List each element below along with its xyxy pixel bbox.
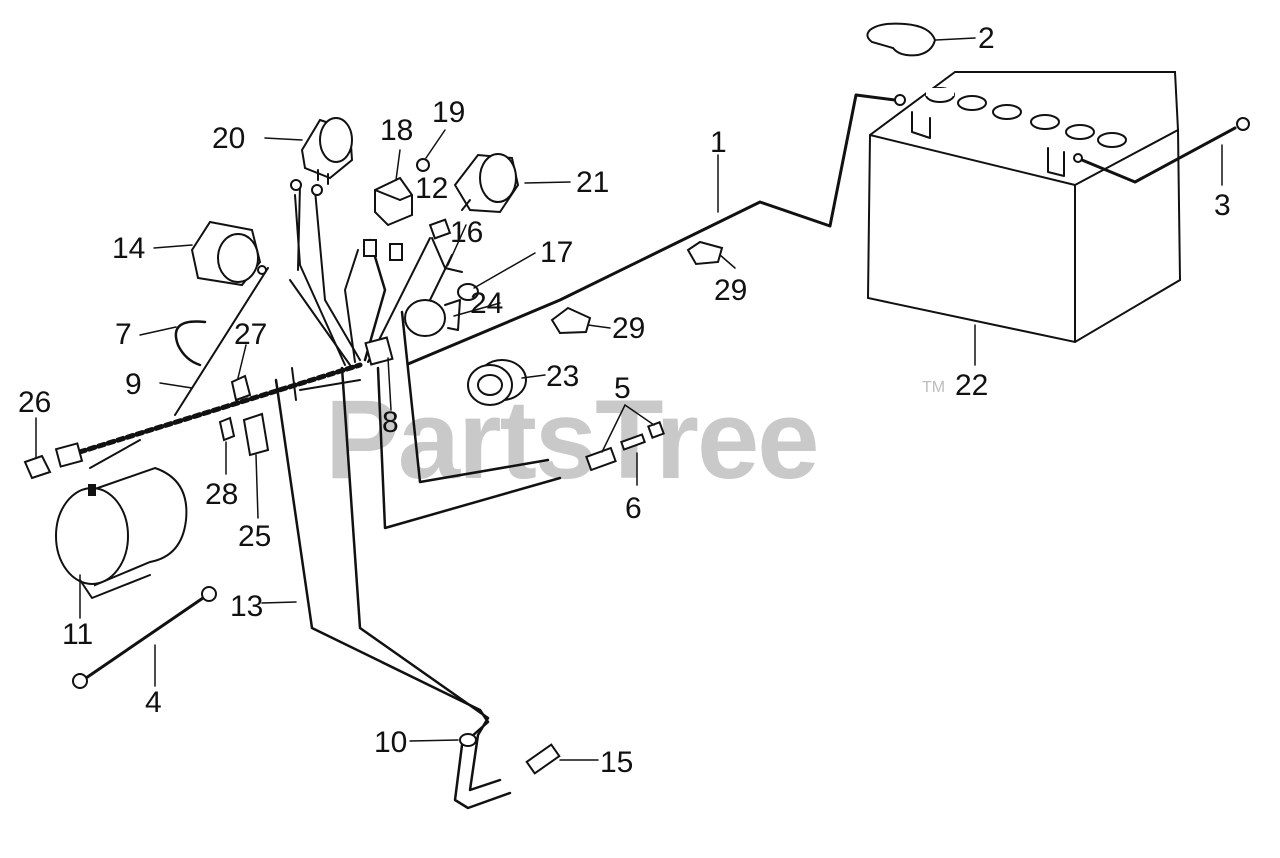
rectifier[interactable] (242, 412, 270, 457)
ground-cable-eyelet (1236, 117, 1250, 131)
ammeter[interactable] (453, 153, 520, 214)
callout-6: 6 (625, 492, 642, 525)
connector-12b[interactable] (389, 243, 403, 261)
callout-2: 2 (978, 22, 995, 55)
hourmeter[interactable] (290, 117, 354, 271)
callout-11: 11 (62, 618, 93, 651)
terminal[interactable] (218, 416, 236, 442)
callout-9: 9 (125, 368, 142, 401)
callout-10: 10 (374, 726, 407, 759)
connector-12a[interactable] (363, 239, 377, 257)
wire-clip-upper[interactable] (686, 240, 724, 266)
callout-27: 27 (234, 318, 267, 351)
terminal-10[interactable] (459, 733, 477, 747)
ignition-switch[interactable] (404, 254, 461, 337)
main-connector[interactable] (364, 336, 394, 366)
cable-strap[interactable] (174, 320, 207, 367)
callout-29-lower: 29 (612, 312, 645, 345)
battery[interactable] (866, 71, 1182, 344)
callout-22: 22 (955, 369, 988, 402)
watermark-logo: PartsTree (325, 377, 818, 502)
voltage-regulator[interactable] (190, 220, 267, 287)
fuse[interactable] (620, 433, 646, 451)
starter-cable[interactable] (72, 586, 217, 689)
terminal-boot[interactable] (866, 22, 937, 57)
callout-26: 26 (18, 386, 51, 419)
callout-3: 3 (1214, 189, 1231, 222)
harness-plug (54, 442, 84, 468)
callout-labels: 2 1 3 22 20 18 19 21 12 16 17 24 14 29 2… (18, 22, 1231, 779)
callout-21: 21 (576, 166, 609, 199)
callout-4: 4 (145, 686, 162, 719)
callout-17: 17 (540, 236, 573, 269)
callout-15: 15 (600, 746, 633, 779)
callout-13: 13 (230, 590, 263, 623)
watermark-trademark: TM (922, 379, 945, 396)
callout-28: 28 (205, 478, 238, 511)
lock-nut[interactable] (457, 283, 479, 301)
callout-12: 12 (415, 172, 448, 205)
callout-20: 20 (212, 122, 245, 155)
wire-harness[interactable] (67, 189, 562, 530)
ground-cable[interactable] (1080, 126, 1237, 184)
seat-switch-harness[interactable] (274, 378, 512, 810)
callout-5: 5 (614, 372, 631, 405)
connector-16[interactable] (428, 218, 452, 240)
nut[interactable] (416, 158, 430, 172)
callout-14: 14 (112, 232, 145, 265)
callout-18: 18 (380, 114, 413, 147)
starter-motor[interactable] (55, 466, 188, 599)
battery-cable[interactable] (406, 93, 897, 366)
relay[interactable] (374, 176, 413, 227)
callout-19: 19 (432, 96, 465, 129)
callout-1: 1 (710, 126, 727, 159)
callout-16: 16 (450, 216, 483, 249)
harness-clip[interactable] (230, 374, 252, 402)
wire-clip-lower[interactable] (550, 306, 592, 335)
ground-cable-bolt (1073, 153, 1083, 163)
connector-cap[interactable] (23, 454, 52, 480)
callout-8: 8 (382, 406, 399, 439)
callout-24: 24 (470, 287, 503, 320)
receptacle[interactable] (467, 359, 527, 406)
callout-23: 23 (546, 360, 579, 393)
leader-lines (35, 37, 1223, 761)
callout-7: 7 (115, 318, 132, 351)
callout-25: 25 (238, 520, 271, 553)
battery-cable-eyelet (894, 94, 906, 106)
callout-29-upper: 29 (714, 274, 747, 307)
seat-switch[interactable] (525, 743, 561, 775)
